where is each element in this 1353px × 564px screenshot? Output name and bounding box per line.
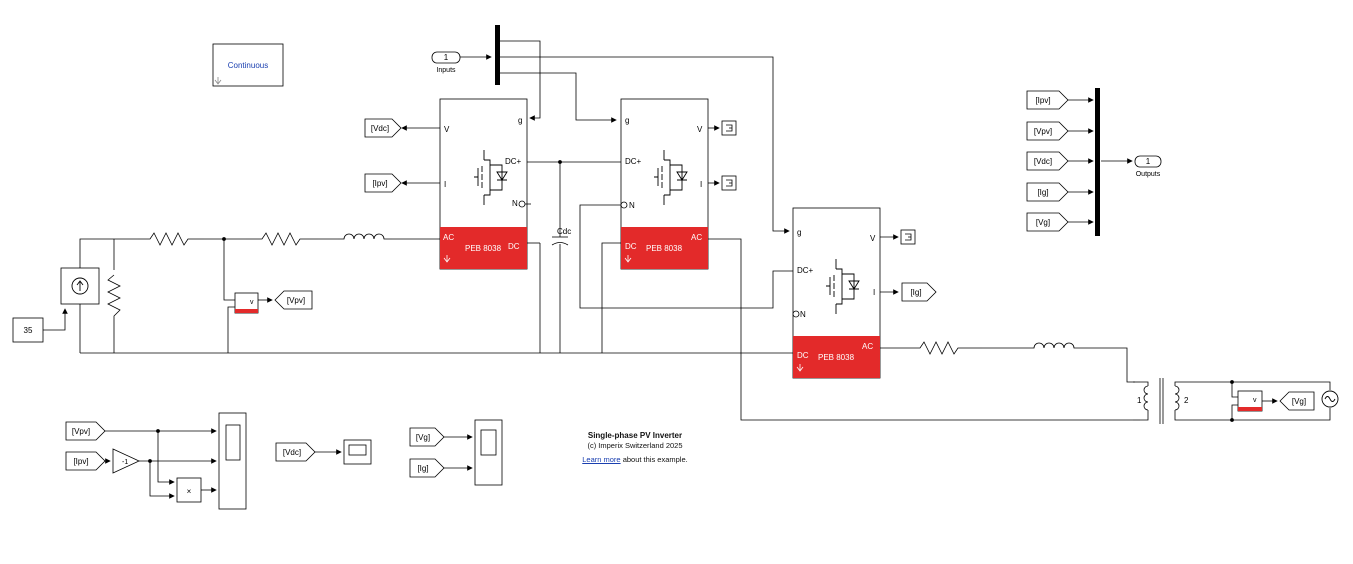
from-vpv-scope-label: [Vpv]	[72, 427, 90, 436]
peb1-port-ac: AC	[443, 233, 454, 242]
peb1-port-dcplus: DC+	[505, 157, 522, 166]
peb-module-1[interactable]: g V I DC+ N AC DC PEB 8038	[439, 98, 528, 270]
from-vpv-scope[interactable]: [Vpv]	[65, 421, 106, 441]
capacitor-label: Cdc	[557, 227, 571, 236]
mosfet-diode-icon	[654, 150, 688, 205]
goto-vpv-label: [Vpv]	[287, 296, 305, 305]
learn-more-link[interactable]: Learn more	[582, 455, 621, 464]
peb3-port-ac: AC	[862, 342, 873, 351]
scope-block-vdc[interactable]	[343, 439, 372, 465]
goto-ipv[interactable]: [Ipv]	[364, 173, 402, 193]
peb3-port-v: V	[870, 234, 876, 243]
inputs-port-number: 1	[444, 53, 449, 62]
goto-vdc-label: [Vdc]	[371, 124, 389, 133]
outputs-port[interactable]: 1 Outputs	[1134, 155, 1162, 178]
from-vg-out-label: [Vg]	[1036, 218, 1050, 227]
goto-vg-label: [Vg]	[1292, 397, 1306, 406]
model-copyright: (c) Imperix Switzerland 2025	[587, 441, 683, 450]
solver-label: Continuous	[228, 61, 268, 70]
transformer-winding-2: 2	[1184, 396, 1189, 405]
peb3-port-dcplus: DC+	[797, 266, 814, 275]
goto-vg[interactable]: [Vg]	[1279, 391, 1315, 411]
constant-value: 35	[24, 326, 33, 335]
peb2-port-dc: DC	[625, 242, 637, 251]
from-vpv-out[interactable]: [Vpv]	[1026, 121, 1069, 141]
transformer-winding-1: 1	[1137, 396, 1142, 405]
outputs-port-number: 1	[1146, 157, 1151, 166]
peb3-port-n: N	[800, 310, 806, 319]
from-ipv-scope[interactable]: [Ipv]	[65, 451, 106, 471]
peb3-port-g: g	[797, 228, 801, 237]
peb1-port-n: N	[512, 199, 518, 208]
goto-ig-label: [Ig]	[910, 288, 921, 297]
peb1-port-v: V	[444, 125, 450, 134]
voltage-sensor-vpv[interactable]: v	[234, 292, 259, 314]
constant-block[interactable]: 35	[12, 317, 44, 343]
peb-module-3[interactable]: g V I DC+ N DC AC PEB 8038	[792, 207, 881, 379]
powergui-continuous-block[interactable]: Continuous	[212, 43, 284, 87]
ac-voltage-source[interactable]	[1321, 390, 1339, 408]
from-ig-out-label: [Ig]	[1037, 188, 1048, 197]
from-vdc-out[interactable]: [Vdc]	[1026, 151, 1069, 171]
peb3-name: PEB 8038	[818, 353, 855, 362]
gain-block[interactable]: -1	[112, 448, 140, 474]
from-ipv-scope-label: [Ipv]	[73, 457, 88, 466]
peb3-port-dc: DC	[797, 351, 809, 360]
goto-vdc[interactable]: [Vdc]	[364, 118, 402, 138]
from-vg-out[interactable]: [Vg]	[1026, 212, 1069, 232]
svg-text:v: v	[250, 299, 254, 306]
demux-bar[interactable]	[495, 25, 500, 85]
peb1-port-dc: DC	[508, 242, 520, 251]
terminator-block[interactable]	[721, 120, 737, 136]
peb1-name: PEB 8038	[465, 244, 502, 253]
current-source-block[interactable]	[60, 267, 100, 305]
goto-ig[interactable]: [Ig]	[901, 282, 937, 302]
from-vdc-scope[interactable]: [Vdc]	[275, 442, 316, 462]
from-ig-scope-label: [Ig]	[417, 464, 428, 473]
peb2-port-dcplus: DC+	[625, 157, 642, 166]
from-vdc-out-label: [Vdc]	[1034, 157, 1052, 166]
peb2-port-v: V	[697, 125, 703, 134]
gain-value: -1	[122, 459, 128, 466]
from-vpv-out-label: [Vpv]	[1034, 127, 1052, 136]
peb-module-2[interactable]: g V I DC+ N DC AC PEB 8038	[620, 98, 709, 270]
power-wiring	[79, 160, 1331, 424]
mosfet-diode-icon	[474, 150, 508, 205]
from-vdc-scope-label: [Vdc]	[283, 448, 301, 457]
peb2-port-i: I	[700, 180, 702, 189]
model-title: Single-phase PV Inverter	[587, 431, 683, 440]
product-block[interactable]: ×	[176, 477, 202, 503]
inputs-port[interactable]: 1 Inputs	[431, 51, 461, 74]
from-ig-scope[interactable]: [Ig]	[409, 458, 445, 478]
peb3-port-i: I	[873, 288, 875, 297]
model-info-annotation: Single-phase PV Inverter (c) Imperix Swi…	[560, 431, 710, 465]
goto-ipv-label: [Ipv]	[372, 179, 387, 188]
inputs-port-label: Inputs	[436, 67, 456, 74]
from-ig-out[interactable]: [Ig]	[1026, 182, 1069, 202]
peb2-port-n: N	[629, 201, 635, 210]
mux-bar[interactable]	[1095, 88, 1100, 236]
scope-block-grid[interactable]	[474, 419, 503, 486]
peb2-port-ac: AC	[691, 233, 702, 242]
from-vg-scope-label: [Vg]	[416, 433, 430, 442]
from-vg-scope[interactable]: [Vg]	[409, 427, 445, 447]
from-ipv-out[interactable]: [Ipv]	[1026, 90, 1069, 110]
goto-vpv[interactable]: [Vpv]	[274, 290, 313, 310]
svg-text:×: ×	[187, 487, 192, 496]
peb1-port-g: g	[518, 116, 522, 125]
peb1-port-i: I	[444, 180, 446, 189]
terminator-block[interactable]	[900, 229, 916, 245]
voltage-sensor-vg[interactable]: v	[1237, 390, 1263, 412]
learn-more-rest: about this example.	[620, 455, 688, 464]
learn-more-line: Learn more about this example.	[560, 455, 710, 465]
outputs-port-label: Outputs	[1136, 171, 1161, 178]
peb2-port-g: g	[625, 116, 629, 125]
scope-block-power[interactable]	[218, 412, 247, 510]
peb2-name: PEB 8038	[646, 244, 683, 253]
mosfet-diode-icon	[826, 259, 860, 314]
terminator-block[interactable]	[721, 175, 737, 191]
svg-text:v: v	[1253, 397, 1257, 404]
from-ipv-out-label: [Ipv]	[1035, 96, 1050, 105]
